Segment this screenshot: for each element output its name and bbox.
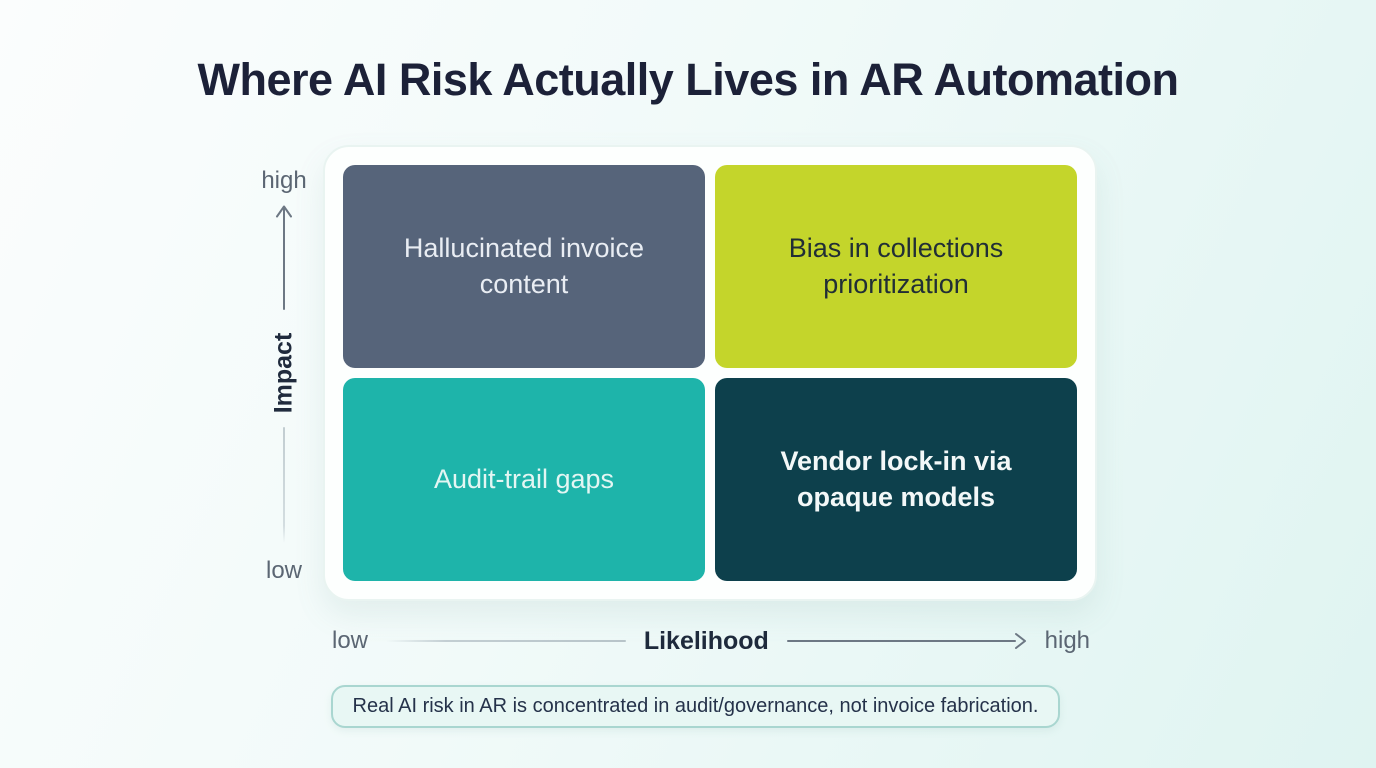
quadrant-label: Audit-trail gaps xyxy=(433,463,615,494)
impact-axis-name: Impact xyxy=(269,332,298,414)
quadrant-audit-trail-gaps: Audit-trail gaps xyxy=(343,378,705,581)
likelihood-axis-high-label: high xyxy=(1044,627,1091,654)
quadrant-vendor-lock-in-via-opaque-models: Vendor lock-in via opaque models xyxy=(715,378,1077,581)
risk-matrix-card: Hallucinated invoice content Bias in col… xyxy=(323,145,1097,601)
quadrant-label: Vendor lock-in via opaque models xyxy=(780,446,1012,512)
impact-axis-high-label: high xyxy=(261,167,307,194)
quadrant-label: Bias in collections prioritization xyxy=(788,233,1004,299)
impact-axis-line xyxy=(283,427,285,543)
impact-axis: high Impact low xyxy=(246,145,322,601)
arrow-right-icon xyxy=(786,631,1027,651)
impact-axis-low-label: low xyxy=(265,557,302,584)
quadrant-bias-in-collections-prioritization: Bias in collections prioritization xyxy=(715,165,1077,368)
callout-text: Real AI risk in AR is concentrated in au… xyxy=(352,695,1039,717)
quadrant-hallucinated-invoice-content: Hallucinated invoice content xyxy=(343,165,705,368)
quadrant-label: Hallucinated invoice content xyxy=(403,233,645,299)
callout-banner: Real AI risk in AR is concentrated in au… xyxy=(331,685,1060,728)
likelihood-axis-low-label: low xyxy=(332,627,369,654)
likelihood-axis-name: Likelihood xyxy=(643,626,769,655)
page-title: Where AI Risk Actually Lives in AR Autom… xyxy=(197,54,1180,105)
likelihood-axis: low Likelihood high xyxy=(332,620,1090,662)
arrow-up-icon xyxy=(276,205,292,310)
likelihood-axis-line xyxy=(386,640,626,642)
